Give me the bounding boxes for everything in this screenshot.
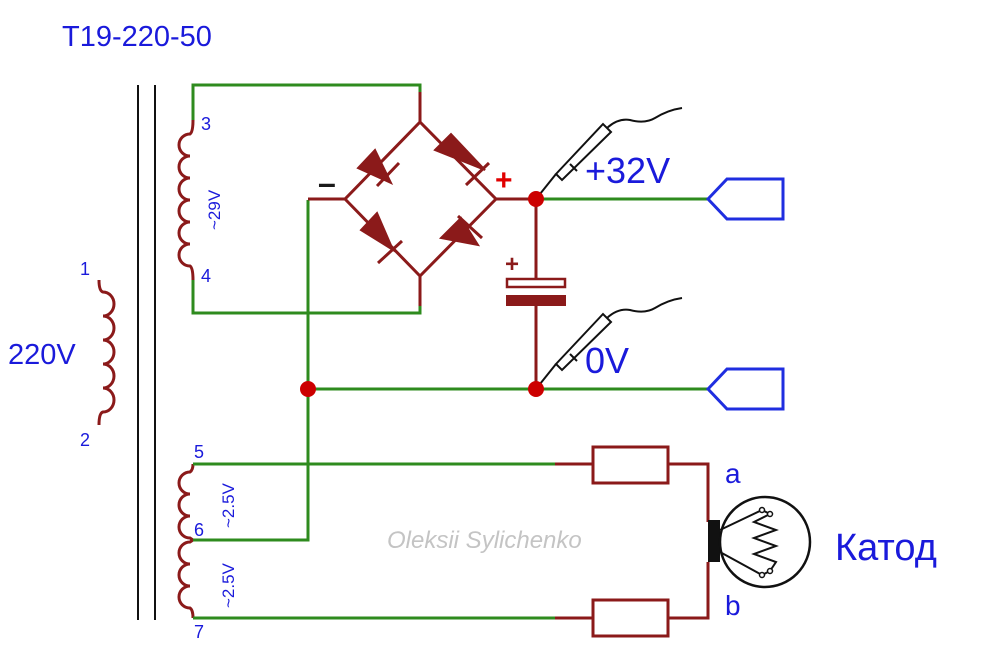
bridge-minus-label: – — [318, 165, 336, 201]
terminal-a-label: a — [725, 458, 741, 489]
pin-6-label: 6 — [194, 520, 204, 540]
secondary-29v-label: ~29V — [205, 189, 224, 230]
diode-d3 — [359, 211, 404, 265]
heater-upper-voltage-label: ~2.5V — [219, 482, 238, 528]
cathode-lamp — [708, 495, 812, 589]
resistor-b — [555, 562, 710, 638]
junction-nodes — [300, 191, 544, 397]
probe-zero — [535, 297, 683, 390]
transformer-core — [137, 85, 156, 620]
output-zero-label: 0V — [585, 340, 629, 381]
pin-4-label: 4 — [201, 266, 211, 286]
pin-5-label: 5 — [194, 442, 204, 462]
heater-winding-upper — [177, 463, 195, 542]
capacitor — [505, 199, 567, 389]
resistor-a — [555, 445, 710, 522]
author-watermark: Oleksii Sylichenko — [387, 527, 582, 554]
diode-d4 — [438, 214, 484, 247]
output-connector-positive — [705, 177, 785, 221]
output-positive-label: +32V — [585, 150, 670, 191]
heater-lower-voltage-label: ~2.5V — [219, 562, 238, 608]
bridge-plus-label: + — [495, 164, 513, 197]
diode-d2 — [433, 132, 491, 187]
pin-2-label: 2 — [80, 430, 90, 450]
pin-1-label: 1 — [80, 259, 90, 279]
primary-voltage-label: 220V — [8, 339, 76, 371]
diode-d1 — [356, 148, 401, 188]
pin-3-label: 3 — [201, 114, 211, 134]
wires — [191, 83, 708, 620]
primary-winding — [97, 279, 116, 426]
capacitor-plus-label: + — [505, 251, 519, 278]
output-connector-zero — [705, 367, 785, 411]
transformer-model-label: T19-220-50 — [62, 21, 212, 53]
secondary-winding-29v — [177, 119, 195, 281]
terminal-b-label: b — [725, 590, 741, 621]
heater-winding-lower — [177, 538, 195, 619]
cathode-label: Катод — [835, 527, 937, 569]
diode-bridge — [308, 92, 536, 306]
pin-7-label: 7 — [194, 622, 204, 642]
